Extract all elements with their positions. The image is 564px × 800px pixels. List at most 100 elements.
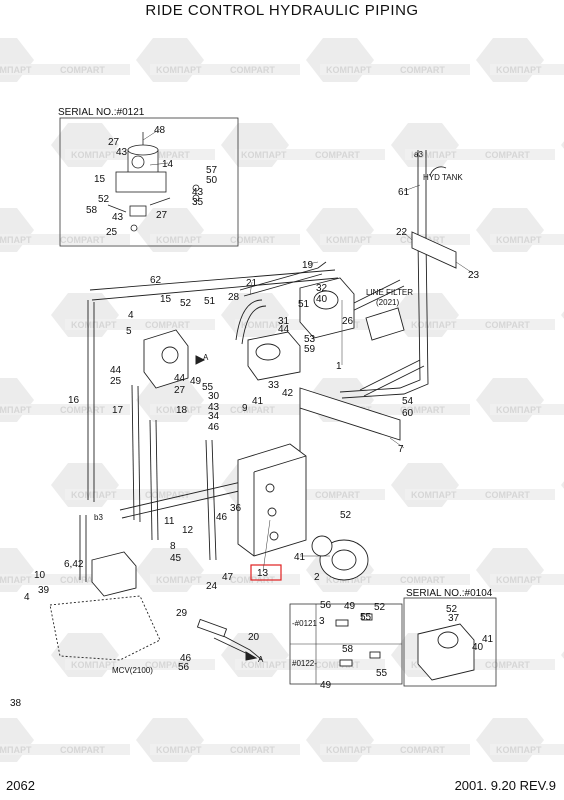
callout-52: 17 <box>112 405 124 416</box>
line-filter-count: (2021) <box>376 298 399 307</box>
arrow-label-a2: A <box>258 655 264 664</box>
serial-inset-box <box>59 117 239 247</box>
callout-80: 58 <box>342 644 354 655</box>
inset-valve-right <box>417 623 475 681</box>
watermark-text-left: KOMПAPT <box>241 150 287 160</box>
leader-line <box>403 184 421 192</box>
watermark-text-right: COMPART <box>230 405 275 415</box>
callout-18: 61 <box>398 187 410 198</box>
watermark-text-left: KOMПAPT <box>496 65 542 75</box>
watermark-text-right: COMPART <box>230 65 275 75</box>
watermark-band <box>0 744 130 755</box>
watermark-band <box>0 574 130 585</box>
watermark-text-right: COMPART <box>400 65 445 75</box>
watermark-text-left: KOMПAPT <box>496 405 542 415</box>
callout-19: 62 <box>150 275 162 286</box>
callout-78: 56 <box>320 600 332 611</box>
callout-45: 34 <box>208 411 220 422</box>
watermark-band <box>65 319 215 330</box>
line-filter-label: LINE FILTER <box>366 288 413 297</box>
callout-40: 55 <box>202 382 214 393</box>
callout-54: 7 <box>398 444 404 455</box>
callout-48: 41 <box>252 396 264 407</box>
watermark-hexagon <box>136 718 204 762</box>
callout-75: 3 <box>319 616 325 627</box>
watermark-hexagon <box>476 378 544 422</box>
callout-3: 14 <box>162 159 174 170</box>
watermark-hexagon <box>221 123 289 167</box>
callout-49: 54 <box>402 396 414 407</box>
watermark-band <box>490 574 564 585</box>
serial-label-top: SERIAL NO.:#0121 <box>58 107 145 118</box>
watermark-text-right: COMPART <box>60 65 105 75</box>
callout-55: 12 <box>182 525 194 536</box>
watermark-hexagon <box>0 38 34 82</box>
highlight-13 <box>250 564 282 581</box>
watermark-text-left: KOMПAPT <box>156 745 202 755</box>
leader-line <box>142 128 161 141</box>
callout-1: 27 <box>108 137 120 148</box>
callout-59: 11 <box>164 516 175 527</box>
callout-82: 55 <box>376 668 388 679</box>
watermark-band <box>0 234 130 245</box>
watermark-text-right: COMPART <box>315 490 360 500</box>
watermark-text-right: COMPART <box>230 235 275 245</box>
watermark-band <box>235 149 385 160</box>
watermark-band <box>150 404 300 415</box>
watermark-text-right: COMPART <box>145 320 190 330</box>
watermark-band <box>0 64 130 75</box>
watermark-band <box>65 659 215 670</box>
watermark-band <box>320 574 470 585</box>
watermark-text-left: KOMПAPT <box>411 490 457 500</box>
callout-43: 30 <box>208 391 220 402</box>
callout-67: 47 <box>222 572 234 583</box>
watermark-text-left: KOMПAPT <box>0 235 32 245</box>
callout-35: 44 <box>110 365 122 376</box>
callout-22: 51 <box>204 296 216 307</box>
revision-date: 2001. 9.20 REV.9 <box>454 778 556 793</box>
callout-13: 25 <box>106 227 118 238</box>
watermark-hexagon <box>561 141 564 149</box>
variant-label-a: -#0121 <box>292 619 317 628</box>
variant-label-b: #0122- <box>292 659 317 668</box>
callout-77: 52 <box>374 602 386 613</box>
watermark-pattern: KOMПAPT COMPART KOMПAPT COMPART KOMПAPT COMPA… <box>0 38 564 762</box>
callout-14: 19 <box>302 260 314 271</box>
callout-8: 35 <box>192 197 204 208</box>
watermark-band <box>320 404 470 415</box>
callout-34: 1 <box>336 361 342 372</box>
line-filter <box>365 307 405 341</box>
callout-5: 57 <box>206 165 218 176</box>
callout-50: 60 <box>402 408 414 419</box>
watermark-text-right: COMPART <box>485 660 530 670</box>
callout-39: 49 <box>190 376 202 387</box>
watermark-hexagon <box>306 718 374 762</box>
watermark-text-right: COMPART <box>60 745 105 755</box>
inset-valve-assembly <box>107 132 200 232</box>
watermark-hexagon <box>51 633 119 677</box>
callout-61: 45 <box>170 553 182 564</box>
watermark-band <box>320 744 470 755</box>
callout-36: 25 <box>110 376 122 387</box>
watermark-text-left: KOMПAPT <box>496 745 542 755</box>
callout-6: 50 <box>206 175 218 186</box>
watermark-hexagon <box>136 38 204 82</box>
leader-line <box>401 230 413 241</box>
watermark-text-right: COMPART <box>145 660 190 670</box>
watermark-text-left: KOMПAPT <box>326 235 372 245</box>
callout-33: 26 <box>342 316 354 327</box>
watermark-hexagon <box>476 208 544 252</box>
callout-12: 27 <box>156 210 168 221</box>
callout-68: 13 <box>257 568 269 579</box>
watermark-text-left: KOMПAPT <box>241 320 287 330</box>
callout-86: 41 <box>482 634 494 645</box>
watermark-text-right: COMPART <box>315 660 360 670</box>
callout-28: 53 <box>304 334 316 345</box>
callout-23: 5 <box>126 326 132 337</box>
watermark-hexagon <box>0 548 34 592</box>
watermark-text-right: COMPART <box>60 575 105 585</box>
callout-56: 46 <box>216 512 228 523</box>
watermark-text-right: COMPART <box>485 320 530 330</box>
